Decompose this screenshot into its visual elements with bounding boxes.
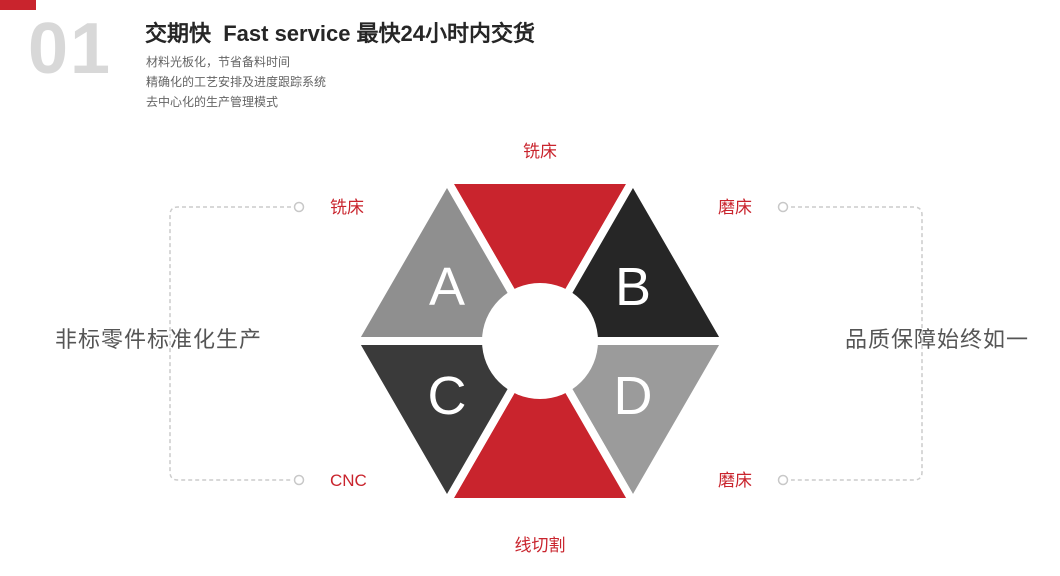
- connector-dot: [293, 201, 305, 213]
- label-upper-left: 铣床: [330, 198, 364, 217]
- left-caption: 非标零件标准化生产: [55, 327, 263, 352]
- label-bottom: 线切割: [515, 536, 566, 555]
- connector-dot: [293, 474, 305, 486]
- label-lower-left: CNC: [330, 471, 367, 490]
- accent-bar: [0, 0, 36, 10]
- page-title: 交期快 Fast service 最快24小时内交货: [145, 21, 536, 46]
- label-top: 铣床: [523, 142, 557, 161]
- right-connector-line: [791, 206, 923, 481]
- label-upper-right: 磨床: [718, 198, 752, 217]
- subtitle-line: 材料光板化，节省备料时间: [146, 55, 291, 69]
- center-circle: [482, 283, 598, 399]
- segment-letter-b: B: [615, 257, 651, 317]
- segment-upper-left: [350, 176, 544, 345]
- segment-letter-d: D: [614, 366, 653, 426]
- connector-dot: [777, 474, 789, 486]
- subtitle-line: 去中心化的生产管理模式: [146, 95, 279, 109]
- right-caption: 品质保障始终如一: [845, 327, 1030, 352]
- label-lower-right: 磨床: [718, 471, 752, 490]
- subtitle-list: 材料光板化，节省备料时间 精确化的工艺安排及进度跟踪系统 去中心化的生产管理模式: [146, 52, 326, 112]
- segment-letter-c: C: [428, 366, 467, 426]
- subtitle-line: 精确化的工艺安排及进度跟踪系统: [146, 75, 327, 89]
- section-number: 01: [28, 9, 113, 89]
- left-connector-line: [169, 206, 291, 481]
- connector-dot: [777, 201, 789, 213]
- segment-letter-a: A: [429, 257, 465, 317]
